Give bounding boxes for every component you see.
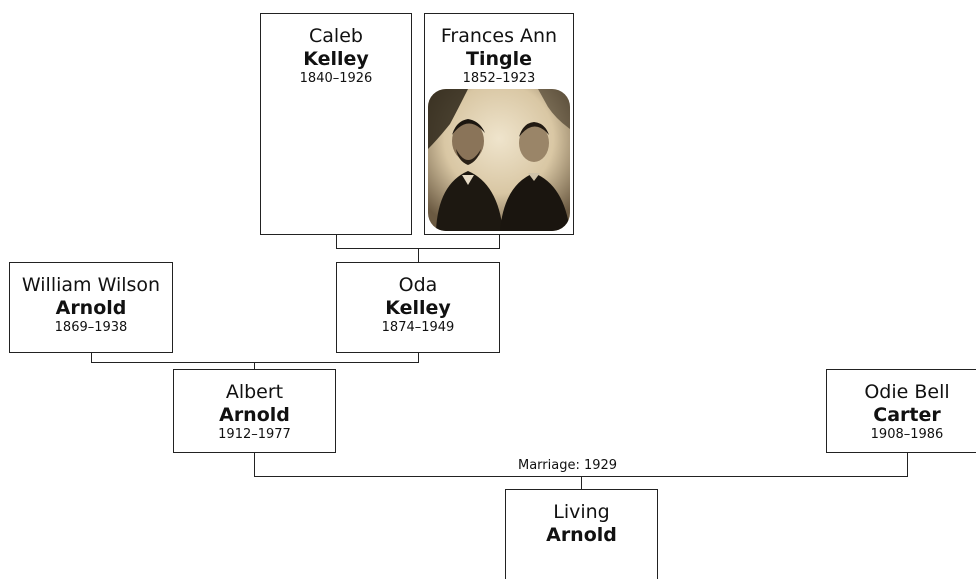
surname: Arnold — [219, 404, 290, 426]
surname: Kelley — [303, 48, 369, 70]
connector-arnold-couple — [91, 362, 419, 363]
marriage-label: Marriage: 1929 — [516, 458, 620, 474]
life-years: 1874–1949 — [381, 320, 455, 335]
connector-william-down — [91, 353, 92, 362]
person-caleb-kelley[interactable]: Caleb Kelley 1840–1926 — [260, 13, 412, 235]
given-name: Caleb — [309, 25, 363, 47]
surname: Arnold — [546, 524, 617, 546]
connector-oda-down — [418, 353, 419, 362]
surname: Carter — [873, 404, 941, 426]
life-years: 1912–1977 — [218, 427, 291, 442]
given-name: Frances Ann — [440, 25, 558, 47]
person-frances-ann-tingle[interactable]: Frances Ann Tingle 1852–1923 — [424, 13, 574, 235]
person-odie-bell-carter[interactable]: Odie Bell Carter 1908–1986 — [826, 369, 976, 453]
connector-to-living — [581, 476, 582, 489]
connector-frances-down — [499, 235, 500, 248]
connector-to-oda — [418, 248, 419, 262]
connector-odie-down — [907, 453, 908, 476]
life-years: 1840–1926 — [299, 71, 373, 86]
life-years: 1908–1986 — [870, 427, 944, 442]
family-photo — [428, 89, 570, 231]
given-name: William Wilson — [21, 274, 161, 296]
surname: Tingle — [466, 48, 532, 70]
connector-caleb-down — [336, 235, 337, 248]
given-name: Living — [553, 501, 610, 523]
given-name: Oda — [398, 274, 438, 296]
life-years: 1852–1923 — [462, 71, 536, 86]
given-name: Albert — [225, 381, 284, 403]
surname: Kelley — [385, 297, 451, 319]
person-albert-arnold[interactable]: Albert Arnold 1912–1977 — [173, 369, 336, 453]
surname: Arnold — [55, 297, 127, 319]
person-william-wilson-arnold[interactable]: William Wilson Arnold 1869–1938 — [9, 262, 173, 353]
life-years: 1869–1938 — [54, 320, 128, 335]
given-name: Odie Bell — [864, 381, 950, 403]
connector-to-albert — [254, 362, 255, 369]
connector-albert-down — [254, 453, 255, 476]
person-living-arnold[interactable]: Living Arnold — [505, 489, 658, 579]
person-oda-kelley[interactable]: Oda Kelley 1874–1949 — [336, 262, 500, 353]
